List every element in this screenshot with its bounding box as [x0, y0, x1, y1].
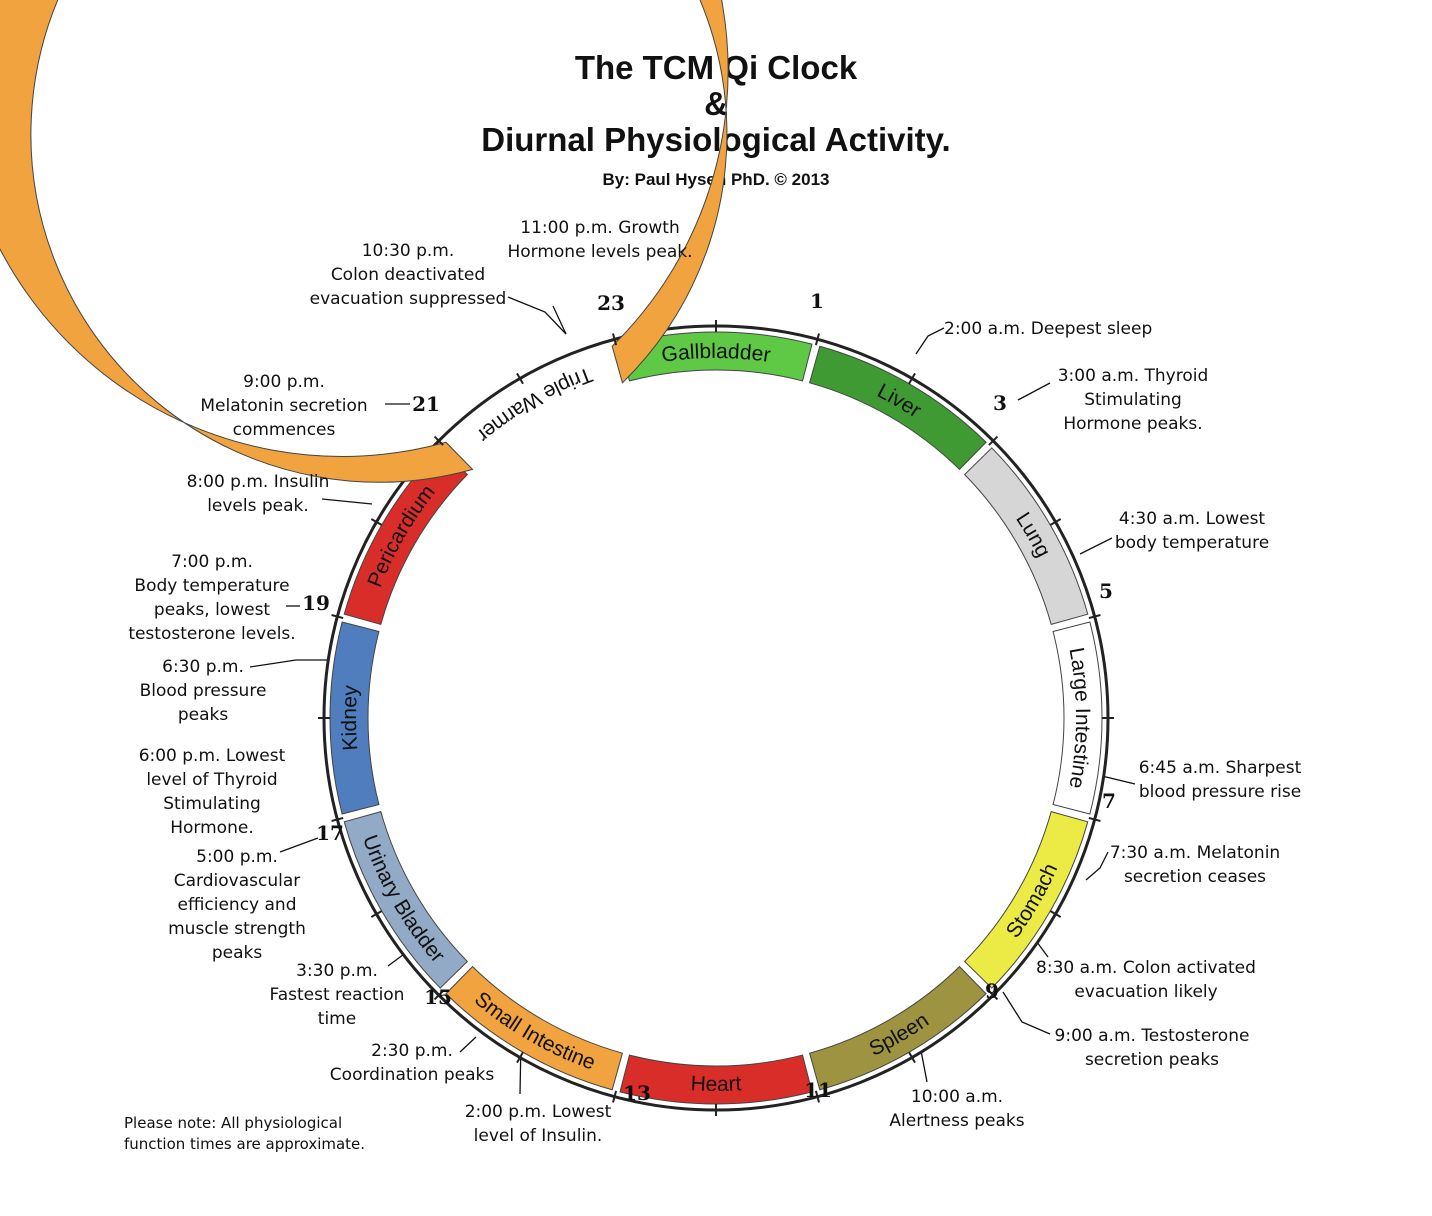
- hour-tick: [612, 333, 618, 346]
- annotation-leader-9: [459, 1036, 477, 1053]
- hour-tick: [370, 518, 383, 526]
- hour-label: 11: [804, 1078, 832, 1102]
- annotation-leader-1: [507, 296, 567, 335]
- note-line-2: function times are approximate.: [124, 1135, 366, 1153]
- hour-tick: [516, 1051, 524, 1064]
- hour-tick: [1049, 518, 1062, 526]
- annotation-leader-17: [1017, 382, 1051, 401]
- approximation-note: Please note: All physiological function …: [124, 1113, 365, 1155]
- annotation-leader-7: [279, 837, 319, 853]
- annotation-leader-0: [552, 305, 567, 335]
- title-line-1: The TCM Qi Clock: [574, 49, 858, 86]
- hour-tick: [814, 333, 820, 346]
- annotation-leader-5: [249, 659, 330, 668]
- note-line-1: Please note: All physiological: [124, 1114, 343, 1132]
- title-line-2: &: [704, 85, 728, 122]
- annotation-18: 2:00 a.m. Deepest sleep: [944, 319, 1152, 339]
- hour-label: 3: [993, 391, 1007, 415]
- organ-segment-gallbladder: [619, 331, 813, 382]
- annotation-leader-12: [1002, 991, 1051, 1035]
- hour-tick: [331, 614, 344, 620]
- hour-tick: [988, 435, 999, 446]
- organ-segment-urinary-bladder: [343, 810, 469, 989]
- organ-segment-kidney: [329, 621, 380, 815]
- annotation-9: 2:30 p.m.Coordination peaks: [330, 1041, 495, 1085]
- hour-tick: [1049, 910, 1062, 918]
- organ-segment-small-intestine: [445, 965, 624, 1091]
- hour-tick: [1088, 816, 1101, 822]
- hour-tick: [1088, 614, 1101, 620]
- annotation-11: 10:00 a.m.Alertness peaks: [889, 1087, 1024, 1131]
- organ-segment-pericardium: [343, 447, 469, 626]
- hour-label: 17: [316, 821, 344, 845]
- hour-tick: [908, 372, 916, 385]
- organ-segment-stomach: [963, 810, 1089, 989]
- hour-label: 7: [1102, 789, 1116, 813]
- hour-tick: [908, 1051, 916, 1064]
- hour-tick: [370, 910, 383, 918]
- hour-tick: [814, 1090, 820, 1103]
- hour-tick: [988, 990, 999, 1001]
- hour-tick: [612, 1090, 618, 1103]
- hour-label: 9: [985, 979, 999, 1003]
- organ-segment-spleen: [808, 965, 987, 1091]
- organ-segment-lung: [963, 447, 1089, 626]
- organ-segment-triple-warmer: [0, 0, 729, 483]
- annotation-leader-14: [1085, 851, 1109, 881]
- hour-label: 15: [424, 985, 452, 1009]
- hour-label: 5: [1099, 579, 1113, 603]
- organ-label-kidney: Kidney: [338, 684, 362, 751]
- hour-tick: [433, 990, 444, 1001]
- hour-label: 1: [810, 289, 824, 313]
- hour-label: 19: [302, 591, 330, 615]
- annotation-leader-18: [915, 327, 945, 355]
- organ-segment-heart: [619, 1054, 813, 1105]
- hour-label: 21: [412, 392, 440, 416]
- organ-label-heart: Heart: [690, 1072, 742, 1096]
- title-line-3: Diurnal Physiological Activity.: [481, 121, 951, 158]
- hour-label: 13: [623, 1081, 651, 1105]
- organ-segment-large-intestine: [1052, 621, 1103, 815]
- annotation-leader-3: [321, 498, 373, 505]
- hour-tick: [516, 372, 524, 385]
- title-block: The TCM Qi Clock & Diurnal Physiological…: [0, 50, 1432, 190]
- organ-segment-liver: [808, 345, 987, 471]
- hour-label: 23: [597, 291, 625, 315]
- hour-tick: [331, 816, 344, 822]
- hour-tick: [433, 435, 444, 446]
- annotation-leader-16: [1079, 537, 1113, 555]
